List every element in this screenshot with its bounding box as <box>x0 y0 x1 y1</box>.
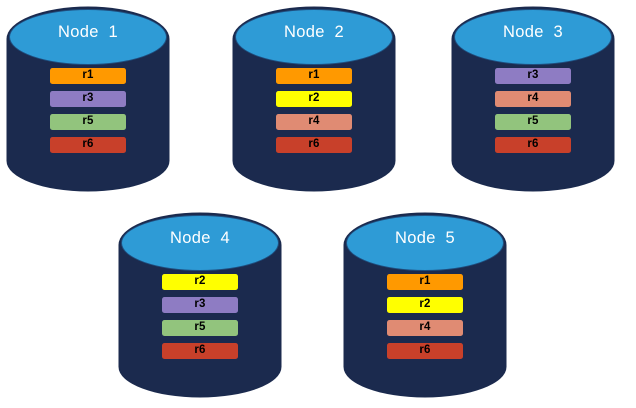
cylinder-top-ellipse <box>454 9 612 65</box>
database-node-2[interactable]: Node 2 r1 r2 r4 r6 <box>234 8 394 190</box>
chunk-bar-r1[interactable]: r1 <box>275 68 353 84</box>
node-title: Node 4 <box>170 229 230 247</box>
database-node-3[interactable]: Node 3 r3 r4 r5 r6 <box>453 8 613 190</box>
cylinder-top-ellipse <box>346 215 504 271</box>
chunk-bar-r1[interactable]: r1 <box>386 274 464 290</box>
database-node-4[interactable]: Node 4 r2 r3 r5 r6 <box>120 214 280 396</box>
chunk-bar-r6[interactable]: r6 <box>161 343 239 359</box>
chunk-bar-r6[interactable]: r6 <box>494 137 572 153</box>
cylinder-top-ellipse <box>121 215 279 271</box>
database-node-5[interactable]: Node 5 r1 r2 r4 r6 <box>345 214 505 396</box>
database-node-1[interactable]: Node 1 r1 r3 r5 r6 <box>8 8 168 190</box>
chunk-bar-r4[interactable]: r4 <box>386 320 464 336</box>
node-title: Node 5 <box>395 229 455 247</box>
chunk-list: r2 r3 r5 r6 <box>161 274 239 359</box>
chunk-bar-r6[interactable]: r6 <box>275 137 353 153</box>
chunk-bar-r5[interactable]: r5 <box>49 114 127 130</box>
chunk-bar-r1[interactable]: r1 <box>49 68 127 84</box>
node-title: Node 2 <box>284 23 344 41</box>
chunk-list: r1 r3 r5 r6 <box>49 68 127 153</box>
cylinder-top-ellipse <box>235 9 393 65</box>
chunk-list: r1 r2 r4 r6 <box>386 274 464 359</box>
chunk-bar-r4[interactable]: r4 <box>275 114 353 130</box>
node-title: Node 3 <box>503 23 563 41</box>
chunk-bar-r6[interactable]: r6 <box>386 343 464 359</box>
chunk-bar-r2[interactable]: r2 <box>275 91 353 107</box>
chunk-bar-r3[interactable]: r3 <box>494 68 572 84</box>
cylinder-top-ellipse <box>9 9 167 65</box>
chunk-bar-r2[interactable]: r2 <box>386 297 464 313</box>
chunk-list: r1 r2 r4 r6 <box>275 68 353 153</box>
chunk-list: r3 r4 r5 r6 <box>494 68 572 153</box>
chunk-bar-r3[interactable]: r3 <box>49 91 127 107</box>
chunk-bar-r2[interactable]: r2 <box>161 274 239 290</box>
node-title: Node 1 <box>58 23 118 41</box>
chunk-bar-r5[interactable]: r5 <box>494 114 572 130</box>
chunk-bar-r3[interactable]: r3 <box>161 297 239 313</box>
chunk-bar-r5[interactable]: r5 <box>161 320 239 336</box>
chunk-bar-r4[interactable]: r4 <box>494 91 572 107</box>
chunk-bar-r6[interactable]: r6 <box>49 137 127 153</box>
